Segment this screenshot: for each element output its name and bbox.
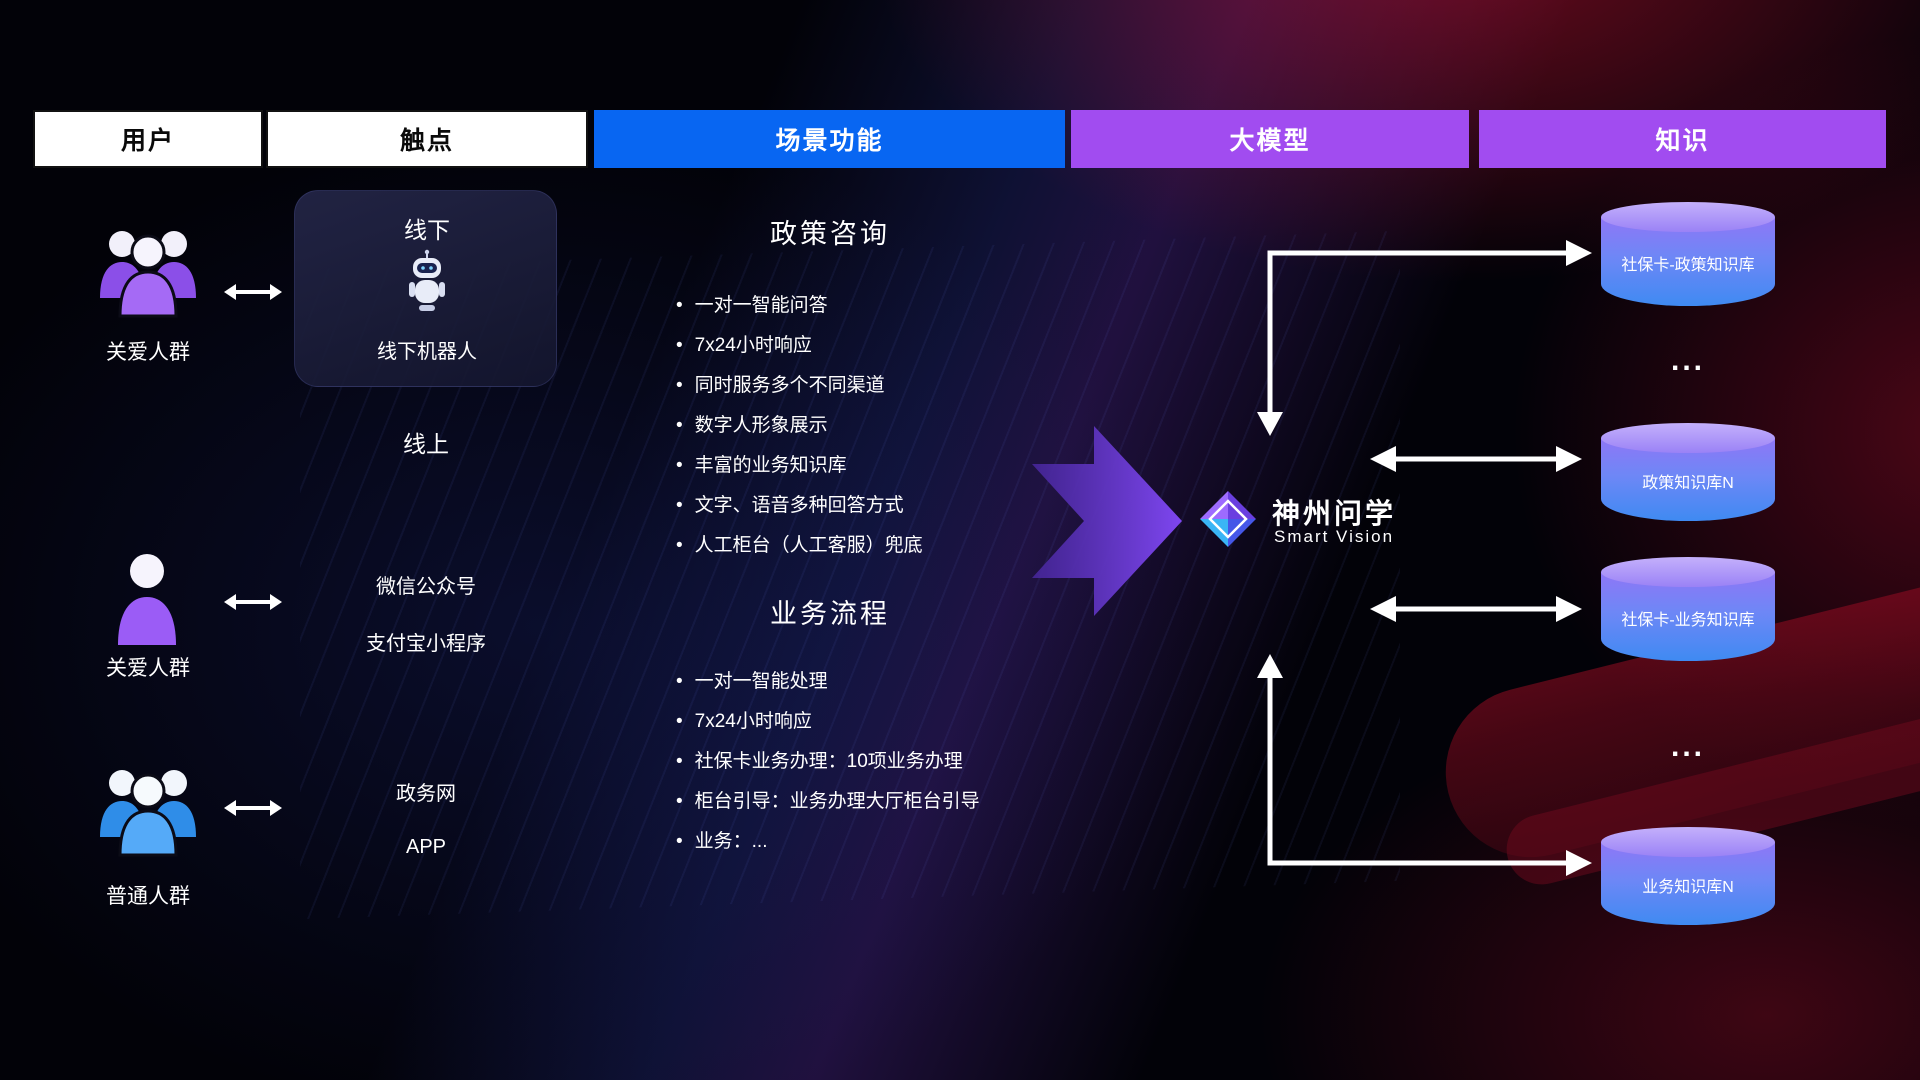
group-people-blue-icon	[92, 752, 204, 871]
offline-title: 线下	[404, 217, 450, 243]
business-bullet: 柜台引导：业务办理大厅柜台引导	[676, 786, 980, 813]
user-group-2-label: 关爱人群	[106, 657, 190, 680]
business-bullet-list: 一对一智能处理 7x24小时响应 社保卡业务办理：10项业务办理 柜台引导：业务…	[676, 666, 980, 866]
business-bullet: 7x24小时响应	[676, 706, 980, 733]
knowledge-cylinder-policy-ss: 社保卡-政策知识库	[1601, 202, 1775, 306]
user-group-1-label: 关爱人群	[106, 341, 190, 364]
policy-bullet: 同时服务多个不同渠道	[676, 370, 923, 397]
knowledge-label: 业务知识库N	[1642, 879, 1734, 897]
header-large-model-label: 大模型	[1229, 127, 1311, 155]
header-users: 用户	[33, 110, 263, 168]
business-bullet: 一对一智能处理	[676, 666, 980, 693]
model-name: 神州问学	[1272, 498, 1397, 529]
policy-bullet-list: 一对一智能问答 7x24小时响应 同时服务多个不同渠道 数字人形象展示 丰富的业…	[676, 290, 923, 570]
cylinder-top	[1601, 557, 1775, 587]
knowledge-ellipsis: ...	[1670, 730, 1706, 763]
policy-section-title: 政策咨询	[770, 219, 890, 249]
channel-app: APP	[405, 836, 447, 858]
online-title: 线上	[403, 431, 449, 457]
business-bullet: 社保卡业务办理：10项业务办理	[676, 746, 980, 773]
cylinder-top	[1601, 827, 1775, 857]
policy-bullet: 文字、语音多种回答方式	[676, 490, 923, 517]
policy-bullet: 数字人形象展示	[676, 410, 923, 437]
business-section-title: 业务流程	[770, 599, 890, 629]
double-arrow-icon	[224, 280, 282, 309]
cylinder-top	[1601, 423, 1775, 453]
channel-alipay: 支付宝小程序	[366, 633, 486, 655]
header-scene-functions-label: 场景功能	[775, 127, 884, 155]
user-group-3-label: 普通人群	[106, 885, 190, 908]
header-touchpoints-label: 触点	[399, 127, 454, 155]
policy-bullet: 一对一智能问答	[676, 290, 923, 317]
robot-icon	[405, 249, 449, 320]
diamond-logo-icon	[1196, 487, 1260, 551]
knowledge-label: 政策知识库N	[1642, 475, 1734, 493]
group-people-purple-icon	[92, 218, 204, 327]
header-users-label: 用户	[120, 127, 175, 155]
channel-wechat: 微信公众号	[376, 576, 476, 598]
single-person-purple-icon	[112, 549, 182, 654]
cylinder-top	[1601, 202, 1775, 232]
flow-arrow-icon	[1032, 426, 1182, 621]
knowledge-label: 社保卡-业务知识库	[1621, 612, 1755, 630]
policy-bullet: 人工柜台（人工客服）兜底	[676, 530, 923, 557]
channel-gov-web: 政务网	[396, 783, 456, 805]
header-large-model: 大模型	[1071, 110, 1469, 168]
knowledge-label: 社保卡-政策知识库	[1621, 257, 1755, 275]
offline-touchpoint-card: 线下 线下机器人	[294, 190, 557, 387]
knowledge-ellipsis: ...	[1670, 344, 1706, 377]
offline-robot-label: 线下机器人	[377, 341, 477, 363]
model-subtitle: Smart Vision	[1274, 527, 1395, 546]
header-knowledge-label: 知识	[1655, 127, 1710, 155]
knowledge-cylinder-business-ss: 社保卡-业务知识库	[1601, 557, 1775, 661]
header-touchpoints: 触点	[266, 110, 588, 168]
double-arrow-icon	[224, 590, 282, 619]
double-arrow-icon	[224, 796, 282, 825]
policy-bullet: 丰富的业务知识库	[676, 450, 923, 477]
knowledge-cylinder-policy-n: 政策知识库N	[1601, 423, 1775, 521]
business-bullet: 业务：...	[676, 826, 980, 853]
header-scene-functions: 场景功能	[594, 110, 1065, 168]
policy-bullet: 7x24小时响应	[676, 330, 923, 357]
knowledge-cylinder-business-n: 业务知识库N	[1601, 827, 1775, 925]
header-knowledge: 知识	[1479, 110, 1886, 168]
